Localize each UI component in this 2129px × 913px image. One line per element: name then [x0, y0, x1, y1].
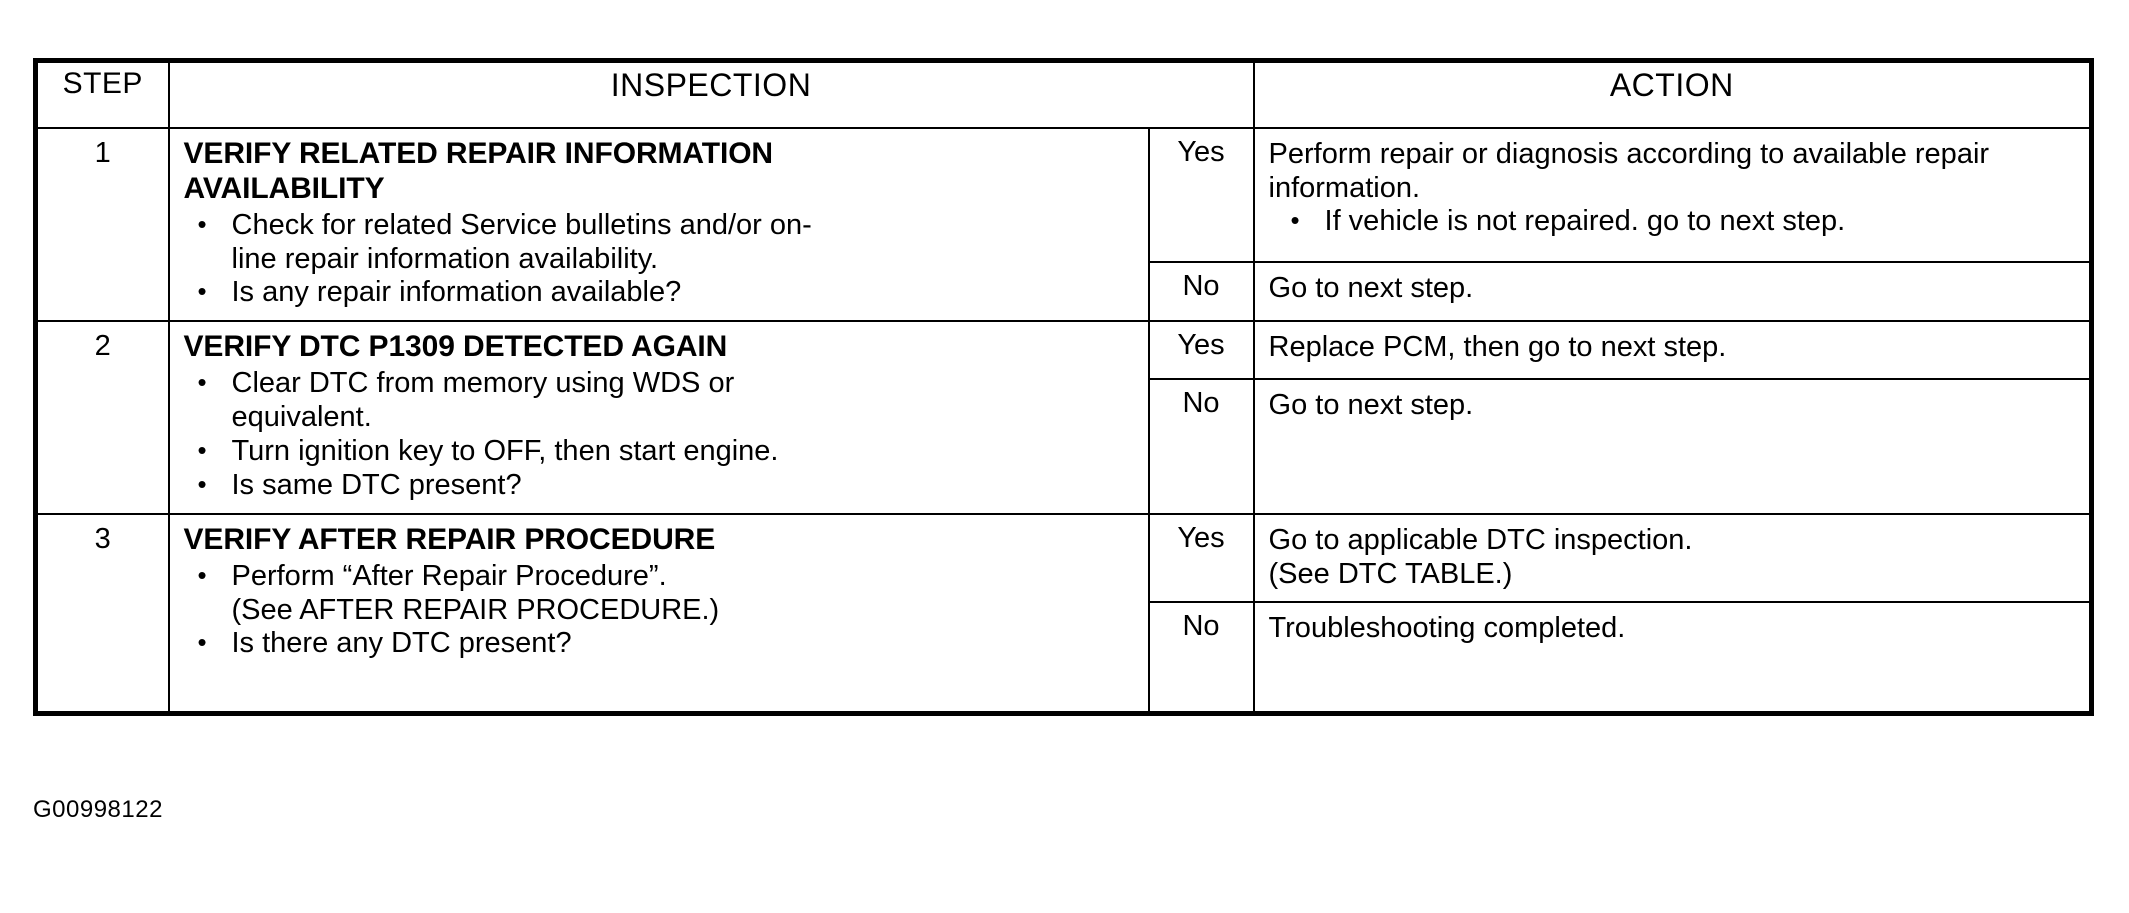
figure-caption: G00998122	[33, 796, 163, 823]
bullet-line: Clear DTC from memory using WDS or	[231, 367, 735, 400]
table-row: 1 VERIFY RELATED REPAIR INFORMATION AVAI…	[34, 126, 2093, 323]
inspection-bullet: Is any repair information available?	[184, 275, 1138, 310]
branch-label-no: No	[1147, 260, 1255, 323]
action-line: Troubleshooting completed.	[1268, 612, 1626, 645]
inspection-title: VERIFY AFTER REPAIR PROCEDURE	[184, 523, 1138, 558]
table-row: No Troubleshooting completed.	[36, 601, 2093, 715]
inspection-bullet: Is there any DTC present?	[184, 626, 1138, 661]
inspection-bullet: Clear DTC from memory using WDS or equiv…	[184, 366, 1138, 435]
inspection-title: VERIFY RELATED REPAIR INFORMATION AVAILA…	[184, 137, 1138, 207]
bullet-line: Perform “After Repair Procedure”.	[231, 559, 667, 592]
table-row: No Go to next step.	[36, 260, 2093, 323]
bullet-line: (See AFTER REPAIR PROCEDURE.)	[231, 593, 720, 626]
inspection-cell: VERIFY AFTER REPAIR PROCEDURE Perform “A…	[167, 512, 1150, 715]
column-header-inspection: INSPECTION	[167, 60, 1255, 129]
action-cell: Perform repair or diagnosis according to…	[1252, 127, 2093, 263]
step-number: 1	[34, 126, 170, 323]
diagnostic-troubleshooting-table: STEP INSPECTION ACTION 1 VERIFY RELATED …	[33, 58, 2095, 717]
action-line: Go to applicable DTC inspection.	[1268, 523, 1693, 556]
table-row: 3 VERIFY AFTER REPAIR PROCEDURE Perform …	[34, 512, 2093, 715]
column-header-action: ACTION	[1252, 60, 2093, 129]
inspection-bullet: Perform “After Repair Procedure”. (See A…	[184, 559, 1138, 628]
action-bullet-list: If vehicle is not repaired. go to next s…	[1269, 204, 2080, 239]
action-cell: Go to next step.	[1252, 377, 2093, 515]
action-line: information.	[1268, 172, 1421, 205]
action-line: Perform repair or diagnosis according to…	[1268, 138, 1990, 170]
action-cell: Troubleshooting completed.	[1252, 601, 2093, 715]
bullet-line: Check for related Service bulletins and/…	[231, 208, 812, 241]
inspection-title: VERIFY DTC P1309 DETECTED AGAIN	[184, 330, 1138, 365]
inspection-cell: VERIFY DTC P1309 DETECTED AGAIN Clear DT…	[167, 320, 1150, 515]
table-header-row: STEP INSPECTION ACTION	[34, 60, 2093, 129]
column-header-step: STEP	[34, 60, 170, 129]
table-row: 2 VERIFY DTC P1309 DETECTED AGAIN Clear …	[34, 320, 2093, 515]
action-line: Go to next step.	[1268, 271, 1474, 304]
branch-label-yes: Yes	[1147, 127, 1255, 263]
branch-label-no: No	[1147, 601, 1255, 715]
table-row: No Go to next step.	[36, 377, 2093, 515]
inspection-bullet-list: Perform “After Repair Procedure”. (See A…	[184, 559, 1138, 662]
bullet-line: Turn ignition key to OFF, then start eng…	[231, 435, 779, 467]
branch-label-no: No	[1147, 377, 1255, 515]
bullet-line: Is there any DTC present?	[231, 627, 572, 660]
inspection-bullet-list: Clear DTC from memory using WDS or equiv…	[184, 366, 1138, 503]
bullet-line: If vehicle is not repaired. go to next s…	[1324, 205, 1846, 238]
bullet-line: line repair information availability.	[231, 242, 659, 275]
action-line: Go to next step.	[1268, 388, 1474, 421]
bullet-line: equivalent.	[231, 401, 372, 434]
inspection-bullet: Is same DTC present?	[184, 468, 1138, 503]
action-cell: Go to next step.	[1252, 260, 2093, 323]
branch-label-yes: Yes	[1147, 320, 1255, 380]
step-number: 2	[34, 320, 170, 515]
branch-label-yes: Yes	[1147, 512, 1255, 604]
inspection-cell: VERIFY RELATED REPAIR INFORMATION AVAILA…	[167, 126, 1150, 323]
inspection-title-line: VERIFY AFTER REPAIR PROCEDURE	[183, 522, 716, 556]
step-number: 3	[34, 512, 170, 715]
action-line: Replace PCM, then go to next step.	[1268, 331, 1727, 364]
inspection-title-line: AVAILABILITY	[183, 171, 385, 205]
inspection-bullet: Check for related Service bulletins and/…	[184, 208, 1138, 277]
inspection-bullet: Turn ignition key to OFF, then start eng…	[184, 434, 1138, 469]
action-bullet: If vehicle is not repaired. go to next s…	[1269, 204, 2080, 239]
bullet-line: Is same DTC present?	[231, 468, 522, 501]
action-cell: Replace PCM, then go to next step.	[1252, 320, 2093, 380]
inspection-title-line: VERIFY RELATED REPAIR INFORMATION	[183, 137, 774, 170]
inspection-title-line: VERIFY DTC P1309 DETECTED AGAIN	[183, 330, 728, 364]
bullet-line: Is any repair information available?	[231, 276, 682, 309]
inspection-bullet-list: Check for related Service bulletins and/…	[184, 208, 1138, 311]
action-cell: Go to applicable DTC inspection. (See DT…	[1252, 512, 2093, 604]
action-line: (See DTC TABLE.)	[1268, 558, 1513, 591]
